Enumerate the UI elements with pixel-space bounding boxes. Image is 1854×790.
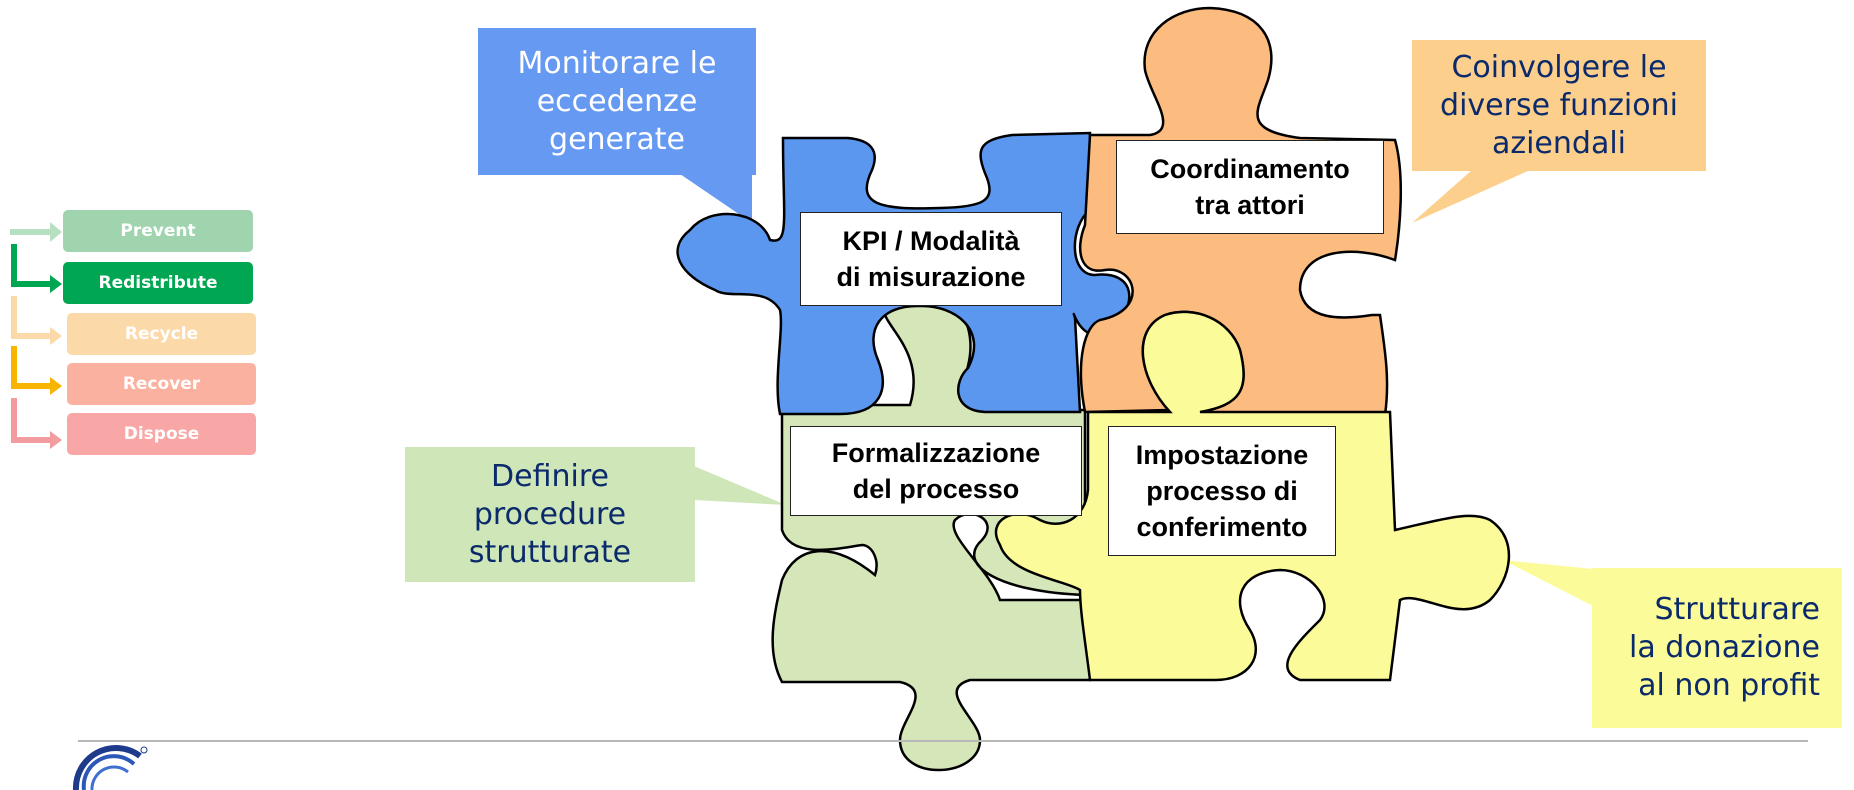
step-redistribute: Redistribute <box>63 262 253 304</box>
label-kpi-line2: di misurazione <box>836 262 1026 292</box>
callout-coinvolgere-shape <box>1412 40 1706 223</box>
callout-coinvolgere-line1: Coinvolgere le <box>1451 49 1667 85</box>
arrow-redistribute-head <box>50 275 62 293</box>
step-arrows <box>10 222 62 449</box>
label-impostazione-line1: Impostazione <box>1135 440 1309 470</box>
callout-strutturare-line2: la donazione <box>1629 630 1820 665</box>
step-prevent: Prevent <box>63 210 253 252</box>
label-kpi-line1: KPI / Modalità <box>842 226 1020 256</box>
callout-coinvolgere-line3: aziendali <box>1491 125 1627 161</box>
callout-monitorare-line3: generate <box>549 121 685 157</box>
label-formalizzazione-line2: del processo <box>852 474 1020 504</box>
step-recover: Recover <box>67 363 256 405</box>
label-impostazione-line3: conferimento <box>1136 512 1308 542</box>
callout-definire-shape <box>405 447 786 582</box>
step-dispose: Dispose <box>67 413 256 455</box>
callout-definire: Definire procedure strutturate <box>405 447 695 582</box>
arrow-recycle <box>11 296 50 339</box>
label-coordinamento-line2: tra attori <box>1195 190 1305 220</box>
step-recycle: Recycle <box>67 313 256 355</box>
callout-coinvolgere-line2: diverse funzioni <box>1440 87 1678 123</box>
callout-definire-line1: Definire <box>491 458 609 494</box>
callout-strutturare-shape <box>1503 560 1842 728</box>
callout-coinvolgere: Coinvolgere le diverse funzioni aziendal… <box>1412 40 1706 171</box>
arrow-dispose-head <box>50 431 62 449</box>
arrow-recycle-head <box>50 327 62 345</box>
callout-definire-line2: procedure <box>473 496 627 532</box>
callout-monitorare: Monitorare le eccedenze generate <box>478 28 756 175</box>
company-logo <box>72 744 148 790</box>
label-formalizzazione-line1: Formalizzazione <box>831 438 1041 468</box>
arrow-redistribute <box>11 244 50 287</box>
footer-divider <box>78 740 1808 742</box>
label-coordinamento-line1: Coordinamento <box>1150 154 1350 184</box>
label-coordinamento: Coordinamento tra attori <box>1116 140 1384 234</box>
arrow-recover-head <box>50 377 62 395</box>
label-kpi: KPI / Modalità di misurazione <box>800 212 1062 306</box>
callout-monitorare-line1: Monitorare le <box>517 45 717 81</box>
callout-definire-line3: strutturate <box>468 534 632 570</box>
label-impostazione-line2: processo di <box>1146 476 1298 506</box>
arrow-dispose <box>11 398 50 443</box>
label-impostazione: Impostazione processo di conferimento <box>1108 426 1336 556</box>
arrow-prevent-head <box>50 222 62 242</box>
arrow-recover <box>11 346 50 389</box>
callout-strutturare-line1: Strutturare <box>1654 592 1820 627</box>
callout-strutturare-line3: al non profit <box>1638 668 1820 703</box>
callout-monitorare-line2: eccedenze <box>536 83 698 119</box>
label-formalizzazione: Formalizzazione del processo <box>790 426 1082 516</box>
callout-monitorare-shape <box>478 28 756 223</box>
callout-strutturare: Strutturare la donazione al non profit <box>1592 568 1842 728</box>
